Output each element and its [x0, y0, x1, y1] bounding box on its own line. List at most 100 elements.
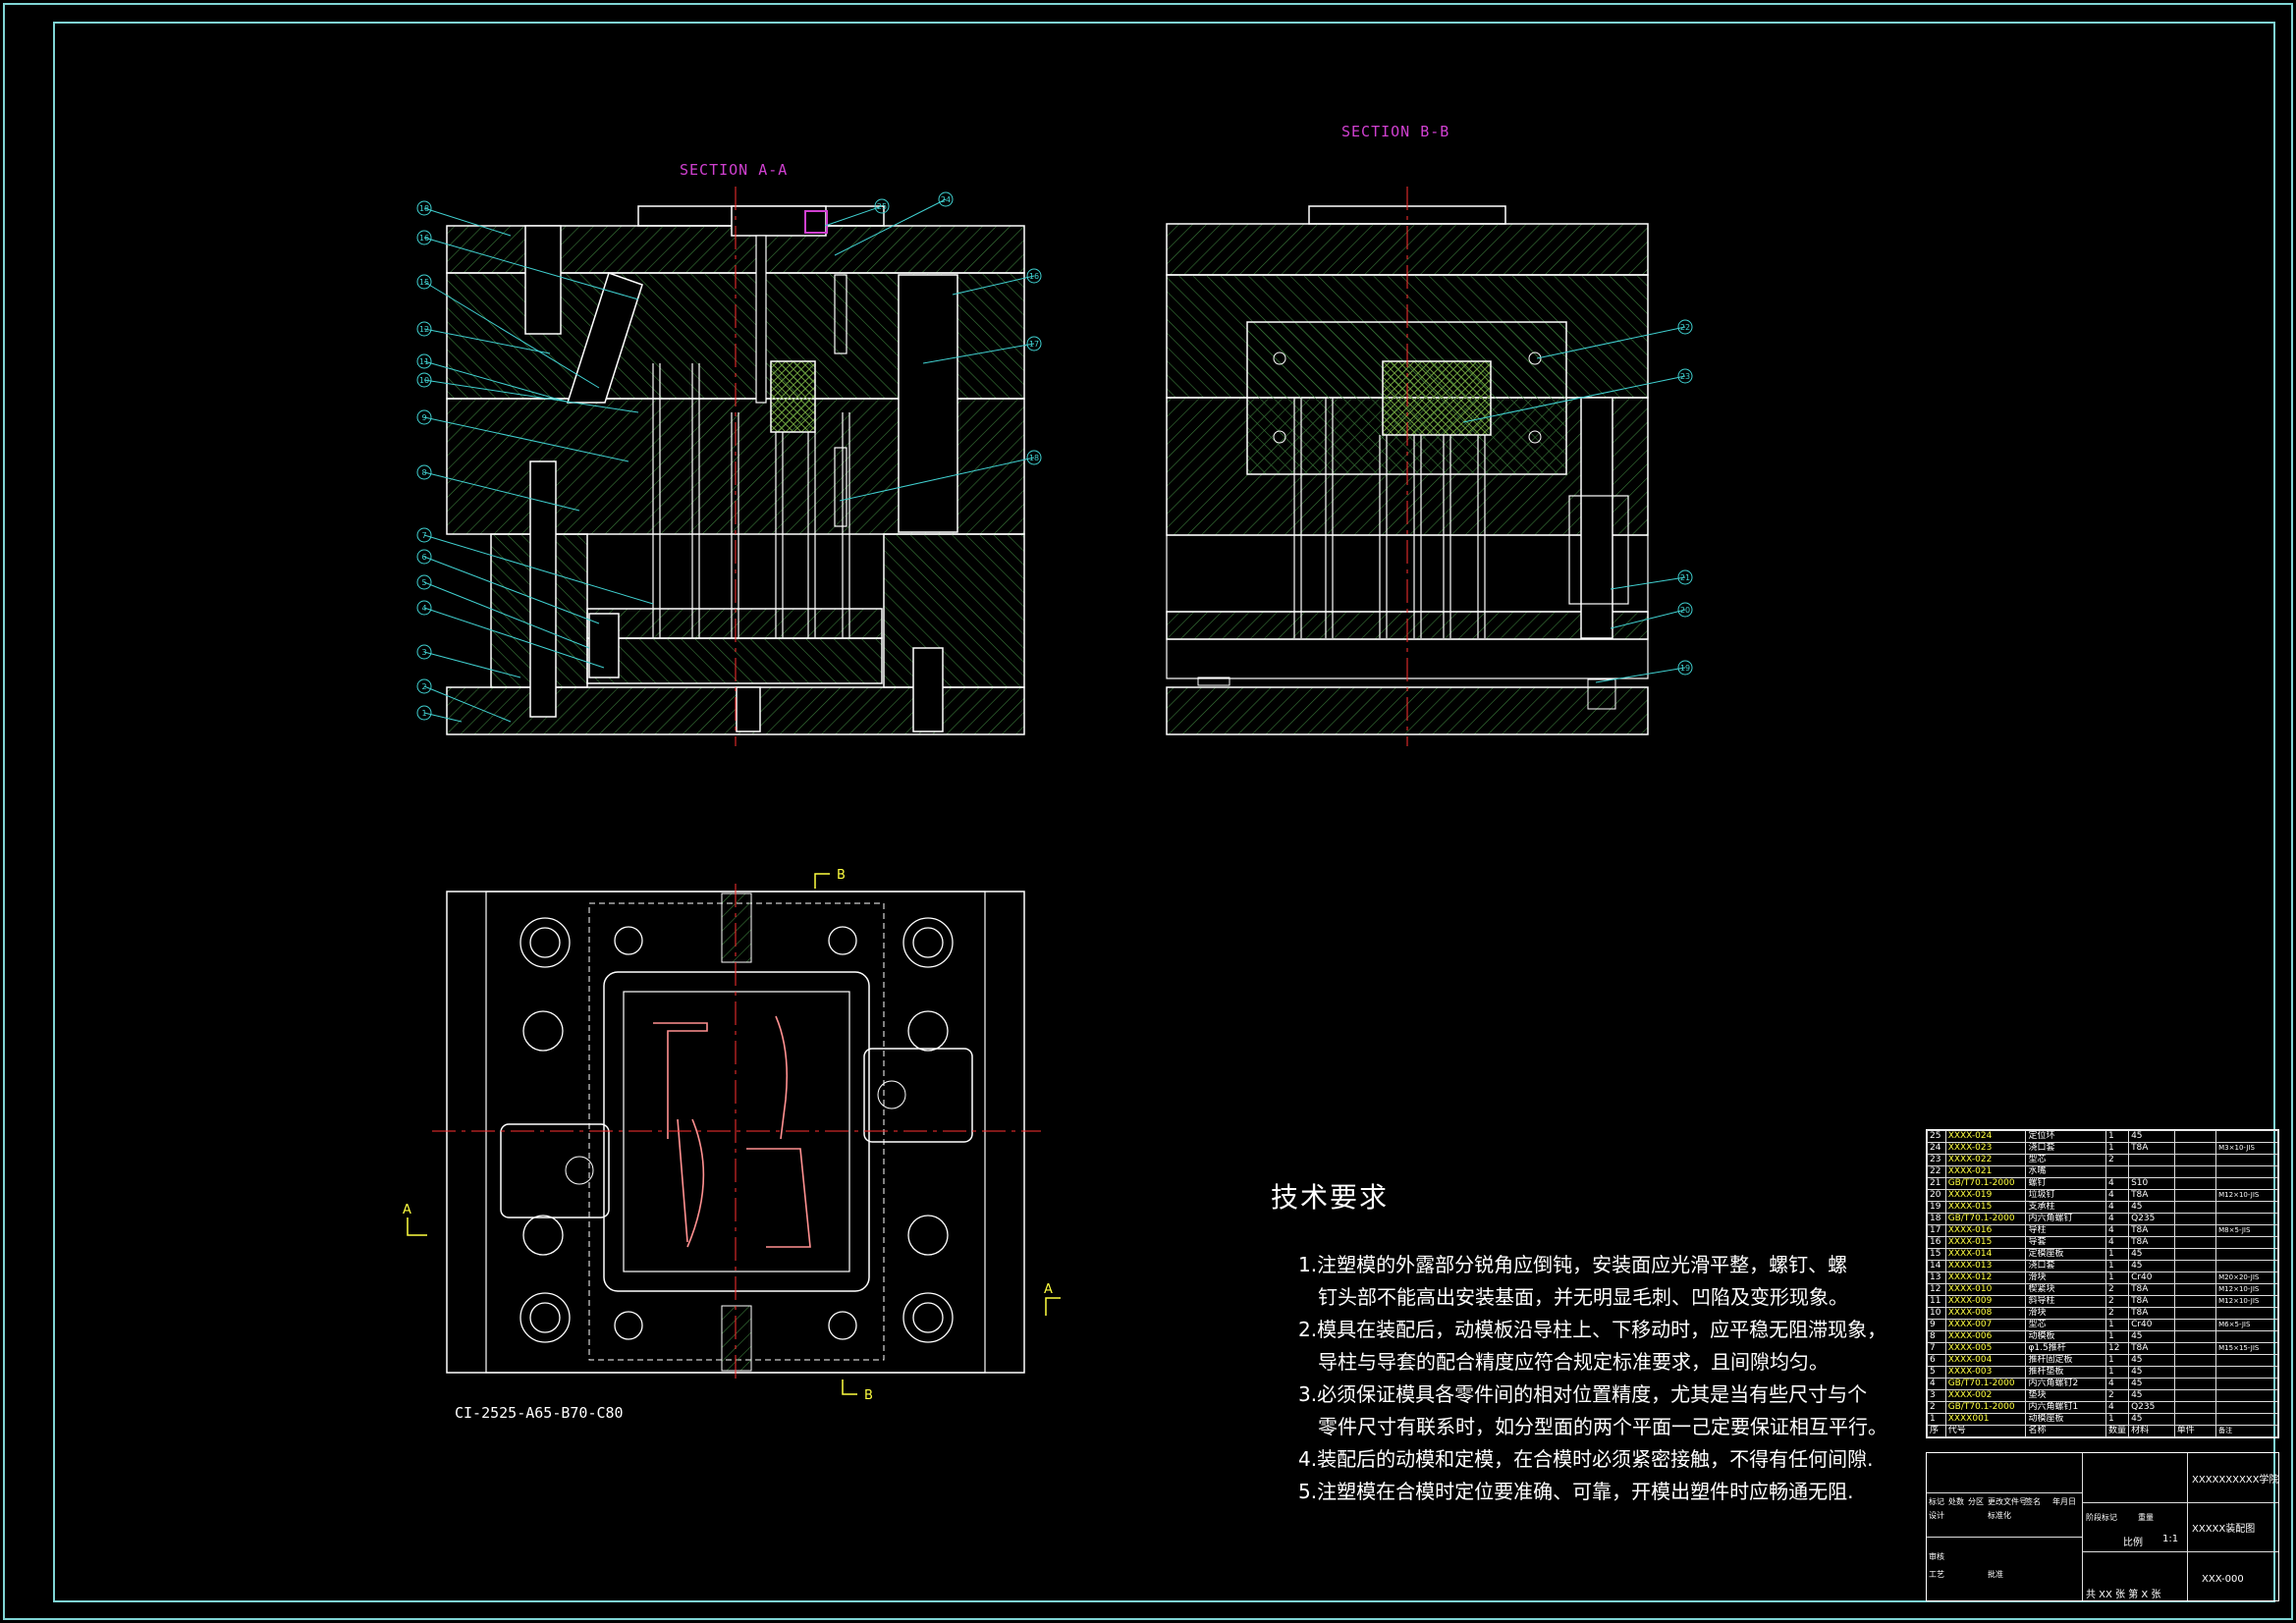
callout-balloon — [1677, 368, 1693, 384]
note-line: 3.必须保证模具各零件间的相对位置精度，尤其是当有些尺寸与个 — [1298, 1382, 1868, 1406]
callout-balloon — [416, 705, 432, 721]
note-line: 4.装配后的动模和定模，在合模时必须紧密接触，不得有任何间隙. — [1298, 1447, 1874, 1471]
callout-balloon — [416, 600, 432, 616]
callout-number: 20 — [1680, 606, 1690, 615]
note-line: 5.注塑模在合模时定位要准确、可靠，开模出塑件时应畅通无阻. — [1298, 1480, 1854, 1503]
school-name: XXXXXXXXXX学院 — [2192, 1475, 2279, 1486]
marker-b-bottom: B — [864, 1388, 873, 1403]
callout-balloon — [416, 409, 432, 425]
title-block-label: 阶段标记 — [2086, 1513, 2117, 1522]
title-block-label: 分区 — [1968, 1497, 1984, 1506]
sheet-count: 共 XX 张 第 X 张 — [2086, 1590, 2161, 1600]
callout-number: 12 — [419, 325, 429, 334]
callout-number: 18 — [1029, 454, 1039, 462]
callout-number: 23 — [1680, 372, 1690, 381]
callout-balloon — [416, 678, 432, 694]
callout-number: 1 — [421, 709, 426, 718]
outer-frame — [3, 3, 2293, 1620]
callout-balloon — [416, 321, 432, 337]
callout-number: 8 — [421, 468, 426, 477]
callout-balloon — [416, 549, 432, 565]
callout-balloon — [416, 200, 432, 216]
callout-balloon — [1026, 336, 1042, 352]
callout-balloon — [416, 230, 432, 245]
section-a-a-view: SECTION A-A — [416, 161, 1042, 746]
title-block-label: 签名 — [2025, 1497, 2041, 1506]
callout-number: 11 — [419, 357, 429, 366]
title-block-label: 年月日 — [2052, 1497, 2076, 1506]
callout-number: 9 — [421, 413, 426, 422]
marker-a-right: A — [1044, 1282, 1053, 1297]
section-a-a-title: SECTION A-A — [680, 161, 788, 179]
note-line: 1.注塑模的外露部分锐角应倒钝，安装面应光滑平整，螺钉、螺 — [1298, 1253, 1848, 1276]
callout-balloon — [416, 574, 432, 590]
callout-number: 18 — [419, 204, 429, 213]
callout-number: 17 — [1029, 340, 1039, 349]
title-block-label: 标准化 — [1988, 1511, 2011, 1520]
callout-balloon — [874, 198, 890, 214]
title-block-label: 更改文件号 — [1988, 1497, 2027, 1506]
callout-number: 5 — [421, 578, 426, 587]
scale-label: 比例 — [2123, 1538, 2143, 1548]
callout-number: 25 — [877, 202, 887, 211]
model-code: CI-2525-A65-B70-C80 — [455, 1404, 624, 1422]
callout-number: 2 — [421, 682, 426, 691]
plan-view: B B A A — [403, 868, 1061, 1403]
note-line: 钉头部不能高出安装基面，并无明显毛刺、凹陷及变形现象。 — [1318, 1285, 1848, 1309]
callout-balloon — [416, 372, 432, 388]
title-block-label: 批准 — [1988, 1570, 2003, 1579]
callout-balloon — [938, 191, 954, 207]
callout-balloon — [1677, 602, 1693, 618]
callout-number: 16 — [1029, 272, 1039, 281]
title-block-label: 重量 — [2138, 1513, 2154, 1522]
drawing-number: XXX-000 — [2202, 1574, 2244, 1585]
callout-number: 10 — [419, 376, 429, 385]
note-line: 导柱与导套的配合精度应符合规定标准要求，且间隙均匀。 — [1318, 1350, 1829, 1374]
callout-number: 7 — [421, 531, 426, 540]
drawing-name: XXXXX装配图 — [2192, 1524, 2256, 1535]
callout-number: 4 — [421, 604, 426, 613]
callout-number: 3 — [421, 648, 426, 657]
callout-balloon — [416, 464, 432, 480]
inner-frame — [53, 22, 2275, 1602]
callout-number: 24 — [941, 195, 951, 204]
callout-balloon — [416, 644, 432, 660]
scale-value: 1:1 — [2162, 1534, 2179, 1544]
callout-balloon — [1026, 268, 1042, 284]
callout-balloon — [416, 527, 432, 543]
callout-number: 6 — [421, 553, 426, 562]
title-block-label: 处数 — [1948, 1497, 1964, 1506]
note-line: 零件尺寸有联系时，如分型面的两个平面一己定要保证相互平行。 — [1318, 1415, 1887, 1438]
callout-balloon — [416, 353, 432, 369]
note-line: 2.模具在装配后，动模板沿导柱上、下移动时，应平稳无阻滞现象， — [1298, 1318, 1887, 1341]
callout-number: 16 — [419, 234, 429, 243]
callout-balloon — [1677, 569, 1693, 585]
callout-balloon — [1026, 450, 1042, 465]
technical-requirements-title: 技术要求 — [1271, 1181, 1390, 1214]
callout-number: 22 — [1680, 323, 1690, 332]
